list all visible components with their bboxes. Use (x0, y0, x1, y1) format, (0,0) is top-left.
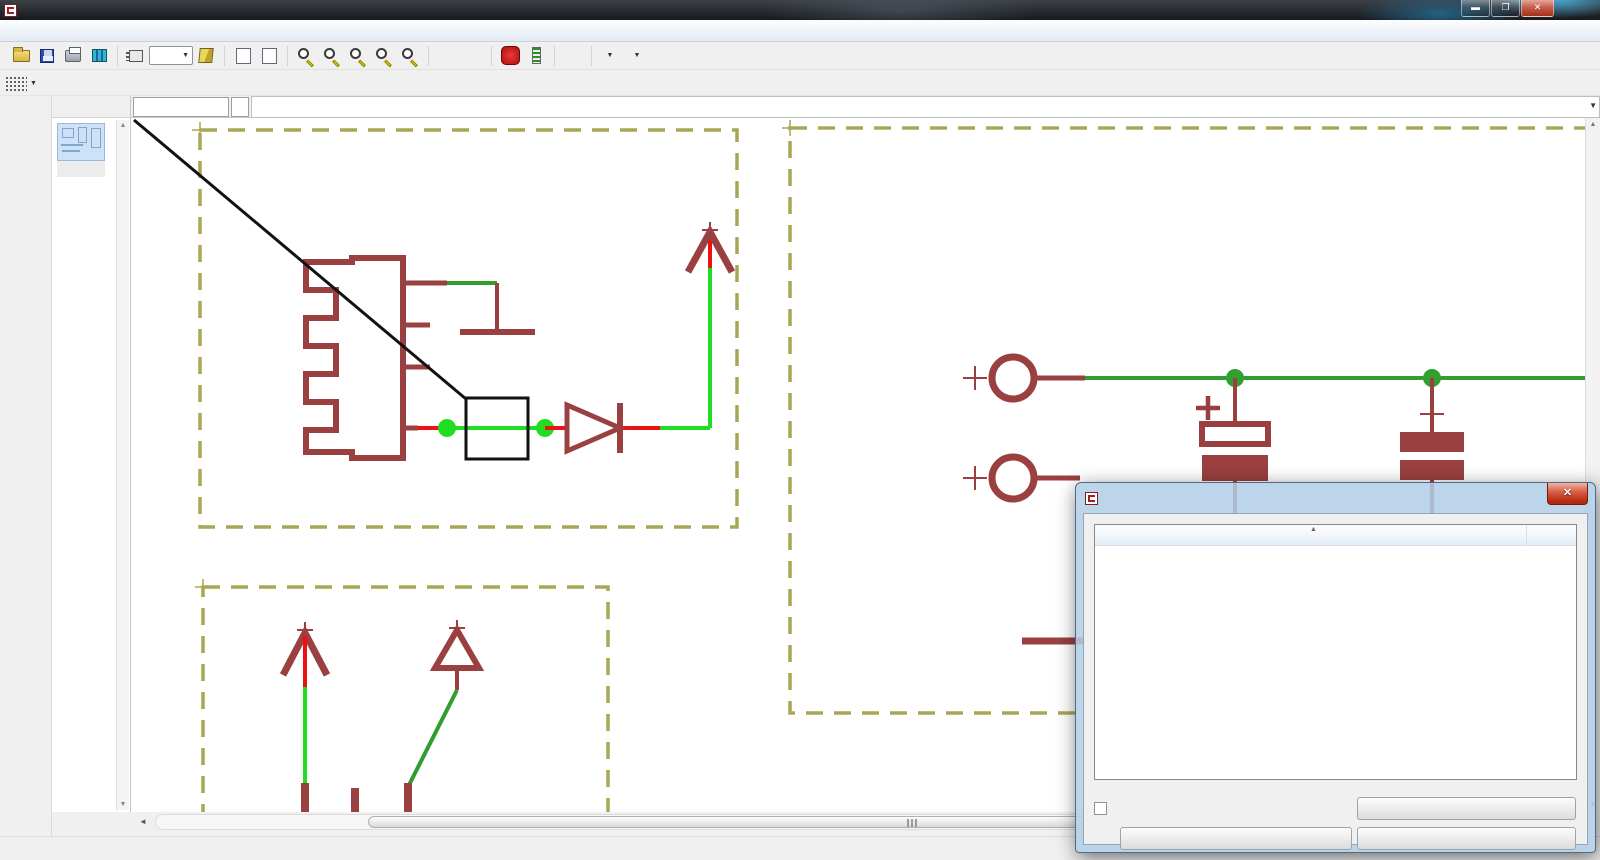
zoom-fit-icon (297, 47, 315, 67)
sheet-selector[interactable]: ▼ (149, 46, 193, 65)
erc-locator (133, 118, 530, 461)
undo-button[interactable] (436, 45, 458, 67)
zoom-fit-button[interactable] (295, 45, 317, 67)
grip-icon (907, 819, 919, 827)
grid-icon (5, 75, 27, 91)
erc-dialog-titlebar[interactable] (1076, 483, 1595, 513)
zoom-select-button[interactable] (373, 45, 395, 67)
zoom-in-button[interactable] (321, 45, 343, 67)
scroll-up-icon[interactable]: ▲ (1589, 121, 1597, 128)
coordinate-bar: ▼ (131, 96, 1600, 118)
ulp-icon (261, 47, 277, 64)
library-icon (198, 48, 214, 63)
schematic-canvas[interactable] (131, 118, 1585, 812)
clear-all-button[interactable] (1357, 797, 1576, 820)
restore-button[interactable]: ❐ (1491, 0, 1520, 17)
tool-palette (0, 96, 52, 836)
run-button[interactable] (525, 45, 547, 67)
wybor-vplus-supply[interactable] (404, 620, 485, 812)
approve-button[interactable] (1357, 827, 1576, 850)
frame-wybor-zasilania[interactable] (195, 579, 610, 812)
grid-toolbar: ▼ (0, 70, 1600, 96)
save-icon (40, 48, 54, 63)
column-sheet[interactable] (1526, 525, 1576, 545)
menu-bar (0, 20, 1600, 42)
vplus-net[interactable] (1085, 369, 1585, 387)
erc-errors-dialog[interactable]: ✕ ▲ (1075, 482, 1596, 853)
cam-icon (91, 49, 107, 62)
script-button[interactable] (232, 45, 254, 67)
erc-dialog-body: ▲ (1083, 513, 1588, 850)
stop-icon (500, 46, 520, 65)
gnd-net[interactable] (447, 281, 535, 335)
close-button[interactable]: ✕ (1521, 0, 1554, 17)
help-button[interactable] (562, 45, 584, 67)
designlink-button[interactable]: ▼ (599, 45, 621, 67)
ark1-terminal[interactable] (963, 353, 1085, 403)
scroll-left-icon[interactable]: ◄ (139, 817, 147, 826)
ltcspice-button[interactable]: ▼ (625, 45, 647, 67)
usb-connector-symbol[interactable] (303, 255, 447, 461)
save-button[interactable] (36, 45, 58, 67)
wybor-plus5v-supply[interactable] (279, 622, 331, 812)
erc-dialog-close-button[interactable]: ✕ (1547, 483, 1588, 505)
open-folder-icon (12, 46, 30, 62)
sheet-thumbnail-label[interactable] (57, 161, 105, 177)
zoom-redraw-button[interactable] (399, 45, 421, 67)
scroll-up-icon[interactable]: ▲ (119, 122, 127, 129)
sort-arrow-icon: ▲ (1310, 526, 1317, 533)
board-icon (126, 49, 143, 62)
zoom-out-icon (349, 47, 367, 67)
script-icon (235, 47, 251, 64)
grid-button[interactable]: ▼ (5, 73, 41, 93)
sheets-scrollbar[interactable]: ▲ ▼ (116, 120, 129, 810)
chevron-down-icon: ▼ (633, 52, 641, 59)
coordinate-display (133, 97, 229, 117)
go-icon (531, 47, 541, 64)
erc-error-list[interactable]: ▲ (1094, 524, 1577, 780)
zoom-redraw-icon (401, 47, 419, 67)
centered-checkbox[interactable] (1094, 802, 1107, 815)
mini-box (231, 97, 249, 117)
print-button[interactable] (62, 45, 84, 67)
command-input[interactable]: ▼ (251, 96, 1600, 118)
main-toolbar: ▼ ▼ ▼ (0, 42, 1600, 70)
ulp-button[interactable] (258, 45, 280, 67)
zoom-out-button[interactable] (347, 45, 369, 67)
stop-button[interactable] (499, 45, 521, 67)
redo-button[interactable] (462, 45, 484, 67)
scroll-down-icon[interactable]: ▼ (119, 801, 127, 808)
chevron-down-icon: ▼ (606, 52, 614, 59)
app-icon (4, 3, 17, 17)
board-button[interactable] (125, 45, 147, 67)
chevron-down-icon[interactable]: ▼ (1589, 101, 1597, 110)
print-icon (65, 46, 81, 62)
plus5v-net[interactable] (418, 234, 712, 437)
open-button[interactable] (10, 45, 32, 67)
zoom-select-icon (375, 47, 393, 67)
title-bar: ▬ ❐ ✕ (0, 0, 1600, 20)
processed-button[interactable] (1120, 827, 1352, 850)
zoom-in-icon (323, 47, 341, 67)
minimize-button[interactable]: ▬ (1461, 0, 1490, 17)
library-button[interactable] (195, 45, 217, 67)
erc-dialog-icon (1085, 491, 1098, 505)
ark2-terminal[interactable] (963, 453, 1080, 503)
frame-zasil-usb[interactable] (192, 122, 739, 529)
sheet-thumbnail[interactable] (57, 123, 105, 161)
diode-d1-symbol[interactable] (564, 401, 627, 455)
chevron-down-icon: ▼ (182, 52, 189, 59)
chevron-down-icon: ▼ (30, 79, 37, 87)
plus5v-supply-symbol[interactable] (684, 222, 736, 274)
centered-option[interactable] (1094, 802, 1113, 815)
erc-list-header[interactable]: ▲ (1095, 525, 1576, 546)
cam-button[interactable] (88, 45, 110, 67)
sheets-panel: ▲ ▼ (52, 96, 131, 812)
